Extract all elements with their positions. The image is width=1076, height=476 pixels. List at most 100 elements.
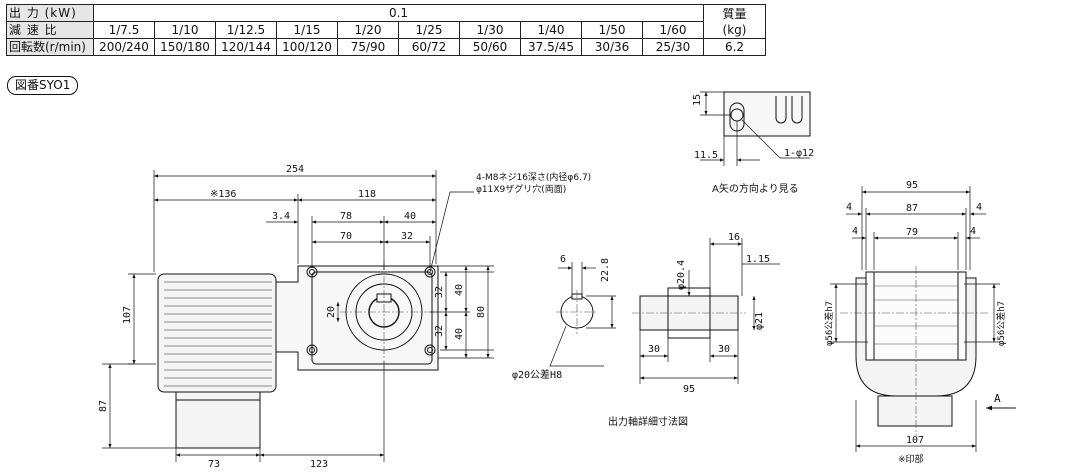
side-dimensions xyxy=(830,186,1016,452)
bolt-hole-inner xyxy=(309,269,315,275)
rpm-cell: 100/120 xyxy=(276,38,338,56)
dim-16: 16 xyxy=(728,232,740,243)
dim-20: 20 xyxy=(326,306,337,318)
dim-21: φ21 xyxy=(754,312,765,330)
dim-95-side: 95 xyxy=(906,180,918,191)
dim-3-4: 3.4 xyxy=(272,211,290,222)
rpm-cell: 150/180 xyxy=(154,38,216,56)
dim-4-d: 4 xyxy=(970,226,976,237)
dim-56-left: φ56公差h7 xyxy=(823,301,835,346)
dim-32-a: 32 xyxy=(434,286,445,298)
shaft-text: 6 22.8 φ20公差H8 16 1.15 φ20.4 φ21 30 30 9… xyxy=(512,232,770,428)
dim-32-top: 32 xyxy=(401,231,413,242)
bolt-hole xyxy=(424,266,436,278)
mass-label: 質量 (kg) xyxy=(703,4,766,39)
tap-note-1: 4-M8ネジ16深さ(内径φ6.7) xyxy=(476,171,591,183)
view-a xyxy=(723,91,811,137)
dim-40-top: 40 xyxy=(404,211,416,222)
dim-22-8: 22.8 xyxy=(600,258,611,282)
dim-107: 107 xyxy=(122,306,133,324)
side-terminal-box xyxy=(877,395,953,427)
dim-95-shaft: 95 xyxy=(683,384,695,395)
dim-78: 78 xyxy=(340,211,352,222)
dim-70: 70 xyxy=(340,231,352,242)
dim-1-15: 1.15 xyxy=(746,254,770,265)
dim-118: 118 xyxy=(358,189,376,200)
side-text: 95 87 79 4 4 4 4 φ56公差h7 φ56公差h7 107 ※印部… xyxy=(823,180,1007,465)
ratio-row: 減 速 比 1/7.5 1/10 1/12.5 1/15 1/20 1/25 1… xyxy=(6,21,766,39)
dim-79-side: 79 xyxy=(906,227,918,238)
view-a-text: 15 11.5 1-φ12 A矢の方向より見る xyxy=(692,94,814,195)
view-a-dimensions xyxy=(700,91,810,166)
mass-label-line2: (kg) xyxy=(722,22,747,37)
dim-20-4: φ20.4 xyxy=(676,260,687,290)
terminal-box xyxy=(175,391,261,449)
mass-label-line1: 質量 xyxy=(722,6,747,21)
side-view xyxy=(840,266,990,436)
dim-87: 87 xyxy=(98,400,109,412)
centerlines xyxy=(340,262,430,362)
view-a-body xyxy=(723,91,811,137)
ratio-cell: 1/7.5 xyxy=(93,21,155,39)
bolt-hole-inner xyxy=(427,269,433,275)
mass-value: 6.2 xyxy=(703,38,766,56)
bolt-hole xyxy=(306,344,318,356)
dim-40-b: 40 xyxy=(454,328,465,340)
dim-4-b: 4 xyxy=(976,202,982,213)
rpm-row: 回転数(r/min) 200/240 150/180 120/144 100/1… xyxy=(6,38,766,56)
rpm-cell: 30/36 xyxy=(581,38,643,56)
ratio-cell: 1/15 xyxy=(276,21,338,39)
dim-136: ※136 xyxy=(210,189,236,200)
dim-32-b: 32 xyxy=(434,325,445,337)
hole-label: 1-φ12 xyxy=(784,148,814,159)
dim-11-5: 11.5 xyxy=(694,150,718,161)
dim-123: 123 xyxy=(310,459,328,470)
dim-15: 15 xyxy=(692,94,703,106)
motor-fins xyxy=(164,281,272,387)
arrow-a-label: A xyxy=(994,392,1001,405)
ratio-label: 減 速 比 xyxy=(6,21,94,39)
dim-56-right: φ56公差h7 xyxy=(995,301,1007,346)
shaft-detail xyxy=(556,287,746,339)
ratio-cell: 1/60 xyxy=(642,21,704,39)
rpm-cell: 25/30 xyxy=(642,38,704,56)
ratio-cell: 1/12.5 xyxy=(215,21,277,39)
dim-40-a: 40 xyxy=(454,284,465,296)
output-label: 出 力 (kW) xyxy=(6,4,94,22)
rpm-label: 回転数(r/min) xyxy=(6,38,94,56)
dim-30-b: 30 xyxy=(718,344,730,355)
output-row: 出 力 (kW) 0.1 質量 (kg) xyxy=(6,4,766,39)
view-a-slot-right xyxy=(775,96,787,124)
dim-30-a: 30 xyxy=(648,344,660,355)
front-view xyxy=(157,262,439,449)
figure-id: 図番SYO1 xyxy=(7,76,79,95)
view-a-slot-right-2 xyxy=(791,96,803,124)
view-a-caption: A矢の方向より見る xyxy=(712,182,799,195)
bolt-hole xyxy=(424,344,436,356)
bore-label: φ20公差H8 xyxy=(512,368,562,381)
shaft-caption: 出力軸詳細寸法図 xyxy=(608,415,688,428)
shaft-dimensions xyxy=(549,238,780,384)
gear-face xyxy=(311,271,433,365)
dim-254: 254 xyxy=(286,164,304,175)
dim-73: 73 xyxy=(208,459,220,470)
rpm-cell: 60/72 xyxy=(398,38,460,56)
dim-4-a: 4 xyxy=(846,202,852,213)
mark-note: ※印部 xyxy=(898,453,924,465)
view-a-slot xyxy=(729,102,745,132)
dim-80: 80 xyxy=(476,306,487,318)
front-dimensions xyxy=(102,170,494,462)
front-dim-text: 254 ※136 118 3.4 78 40 70 32 107 87 73 1… xyxy=(98,164,591,470)
rpm-cell: 120/144 xyxy=(215,38,277,56)
dim-6: 6 xyxy=(560,254,566,265)
rpm-cell: 37.5/45 xyxy=(520,38,582,56)
bolt-hole-inner xyxy=(427,347,433,353)
rpm-cell: 50/60 xyxy=(459,38,521,56)
motor-body xyxy=(157,273,277,393)
dim-107-side: 107 xyxy=(906,435,924,446)
bolt-hole-inner xyxy=(309,347,315,353)
dim-4-c: 4 xyxy=(852,226,858,237)
dim-87-side: 87 xyxy=(906,203,918,214)
rpm-cell: 75/90 xyxy=(337,38,399,56)
